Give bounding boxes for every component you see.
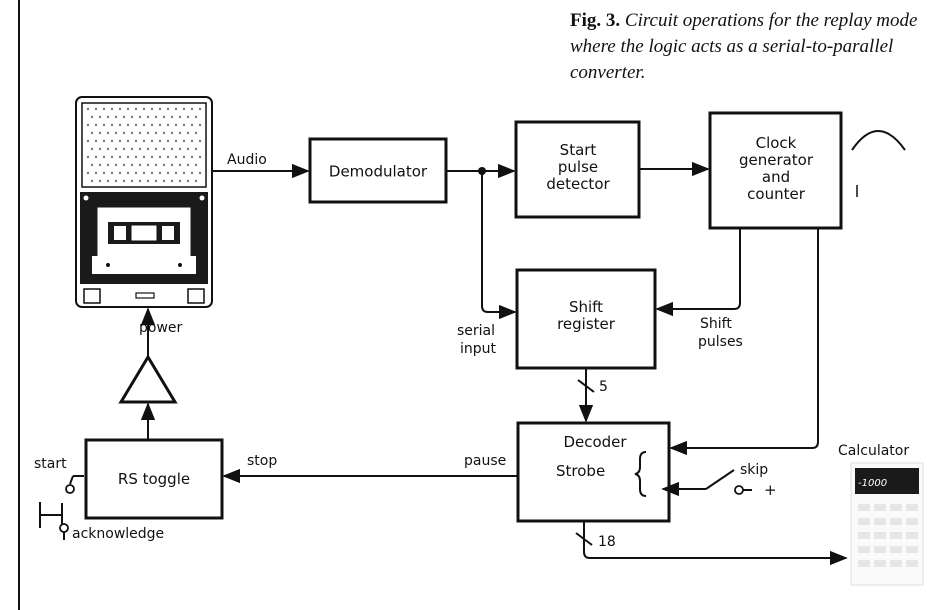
clock-line-2: generator	[739, 151, 814, 169]
cassette-recorder-icon	[75, 96, 213, 308]
acknowledge-label: acknowledge	[72, 526, 164, 542]
demodulator-block	[308, 137, 448, 204]
rs-toggle-block	[84, 438, 224, 520]
input-label: input	[460, 341, 497, 357]
skip-switch-blade	[705, 469, 735, 490]
bus-5-slash	[577, 379, 595, 393]
parallel-bus-18	[583, 521, 848, 566]
shift-register-line-2: register	[557, 315, 616, 333]
clock-line-4: counter	[747, 185, 806, 203]
clock-line-1: Clock	[756, 134, 797, 152]
start-label: start	[34, 456, 67, 472]
strobe-label: Strobe	[556, 462, 605, 480]
skip-contact	[734, 485, 744, 495]
calculator-label: Calculator	[838, 443, 909, 459]
bus-18-label: 18	[598, 534, 616, 550]
calculator-display: -1000	[858, 478, 887, 489]
buffer-amplifier-icon	[118, 354, 178, 404]
serial-label: serial	[457, 323, 495, 339]
calculator-icon: -1000	[850, 462, 924, 586]
plus-label: +	[764, 481, 777, 499]
clock-generator-block	[708, 111, 843, 230]
decoder-label: Decoder	[563, 433, 627, 451]
stray-arc-mark	[851, 130, 906, 151]
serial-input-wire	[481, 171, 517, 320]
demodulator-label: Demodulator	[329, 163, 428, 181]
strobe-brace	[634, 451, 647, 497]
figure-label: Fig. 3.	[570, 10, 621, 31]
start-pulse-detector-block	[514, 120, 641, 219]
start-pulse-line-3: detector	[546, 175, 610, 193]
power-label: power	[139, 320, 183, 336]
start-pulse-line-1: Start	[560, 141, 597, 159]
start-wire-drop	[69, 475, 74, 485]
figure-caption: Fig. 3. Circuit operations for the repla…	[570, 8, 930, 86]
pulses-label: pulses	[698, 334, 743, 350]
stop-label: stop	[247, 453, 277, 469]
shift-pulses-wire	[655, 228, 741, 317]
figure-border	[18, 0, 20, 610]
bus-18-slash	[575, 532, 593, 546]
start-contact	[65, 484, 75, 494]
decoder-block	[516, 421, 671, 523]
audio-label: Audio	[227, 152, 267, 168]
acknowledge-contact	[59, 523, 69, 533]
rs-toggle-label: RS toggle	[118, 470, 190, 488]
pause-label: pause	[464, 453, 506, 469]
skip-label: skip	[740, 462, 768, 478]
start-pulse-line-2: pulse	[558, 158, 598, 176]
shift-label: Shift	[700, 316, 732, 332]
figure-caption-text: Circuit operations for the replay mode w…	[570, 10, 918, 83]
shift-register-line-1: Shift	[569, 298, 603, 316]
clock-to-decoder-wire	[669, 228, 819, 456]
bus-5-label: 5	[599, 379, 608, 395]
clock-line-3: and	[762, 168, 790, 186]
